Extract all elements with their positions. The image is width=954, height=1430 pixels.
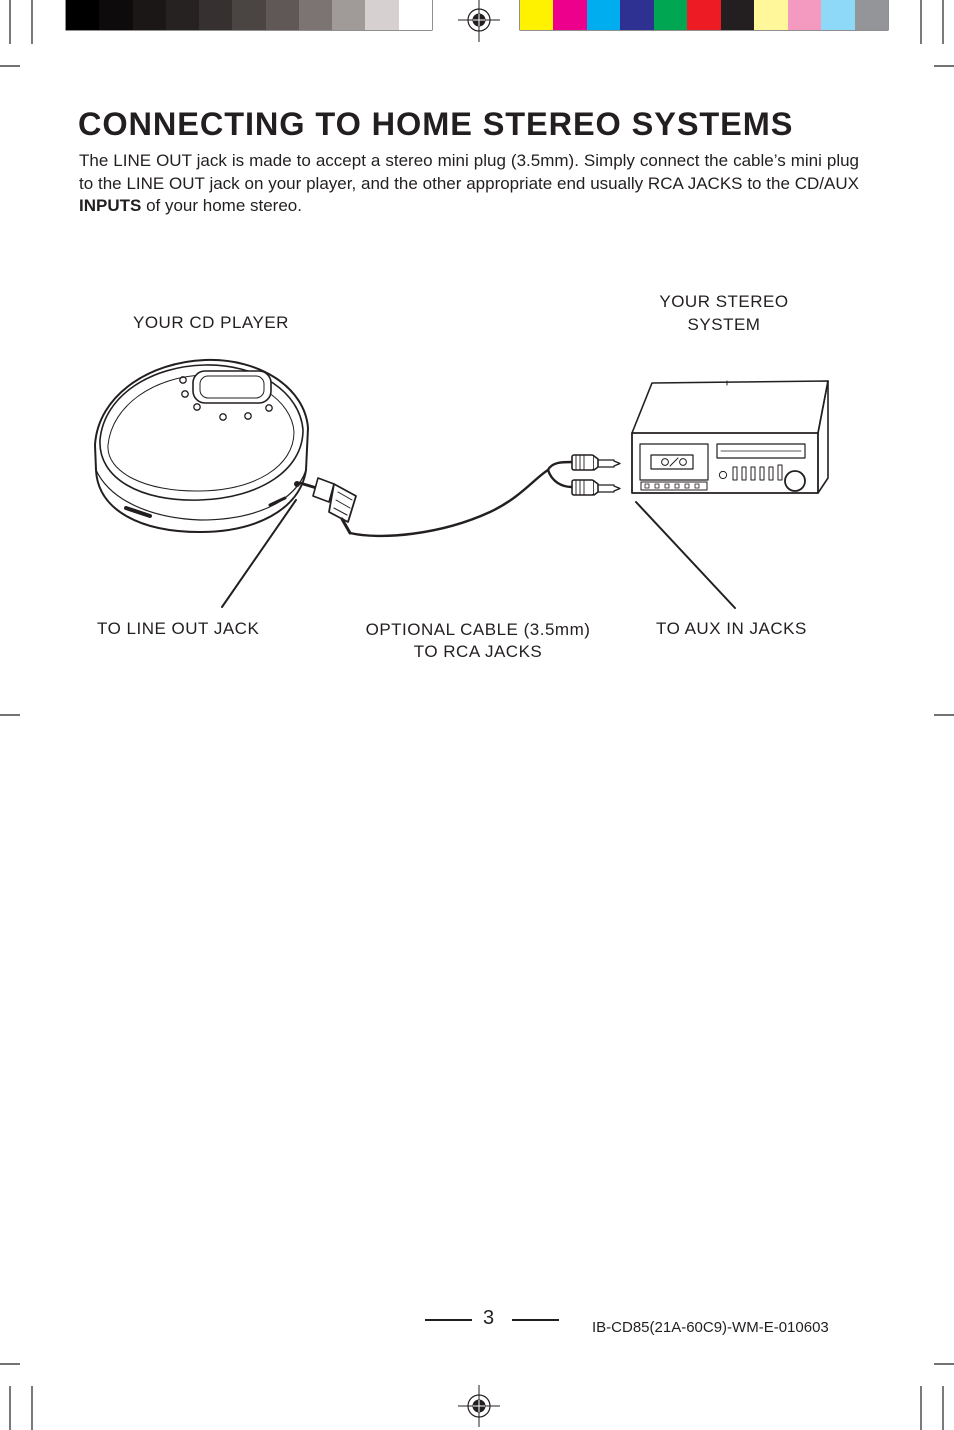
connection-diagram [94, 358, 829, 609]
label-stereo-line2: SYSTEM [687, 315, 761, 334]
page-title: CONNECTING TO HOME STEREO SYSTEMS [78, 106, 794, 142]
color-swatch [687, 0, 722, 30]
color-swatch [332, 0, 366, 30]
intro-paragraph: The LINE OUT jack is made to accept a st… [79, 150, 859, 218]
color-swatch [787, 0, 822, 30]
mini-plug-illustration [298, 477, 357, 535]
label-optional-cable: OPTIONAL CABLE (3.5mm) TO RCA JACKS [338, 619, 618, 663]
color-swatch [620, 0, 655, 30]
color-swatch [653, 0, 688, 30]
color-swatch [398, 0, 433, 30]
label-cable-line2: TO RCA JACKS [413, 642, 543, 661]
intro-text: The LINE OUT jack is made to accept a st… [79, 151, 859, 193]
color-swatch [99, 0, 134, 30]
registration-target-top [458, 0, 500, 42]
rca-plug-top [571, 454, 621, 471]
color-swatch [232, 0, 267, 30]
color-swatch [165, 0, 200, 30]
color-swatch [720, 0, 755, 30]
document-code: IB-CD85(21A-60C9)-WM-E-010603 [592, 1319, 829, 1336]
stereo-system-illustration [631, 380, 829, 494]
color-swatch [66, 0, 100, 30]
audio-cable [348, 468, 550, 538]
color-swatch [553, 0, 588, 30]
label-stereo-line1: YOUR STEREO [659, 292, 789, 311]
page-number: 3 [483, 1307, 495, 1329]
label-line-out-jack: TO LINE OUT JACK [97, 619, 260, 638]
intro-text-end: of your home stereo. [141, 196, 302, 215]
color-swatch [754, 0, 789, 30]
color-swatch [821, 0, 856, 30]
label-stereo-system: YOUR STEREO SYSTEM [624, 290, 824, 336]
color-swatch [199, 0, 233, 30]
color-swatch [265, 0, 300, 30]
footer-rules [425, 1319, 559, 1321]
registration-target-bottom [458, 1385, 500, 1427]
color-swatch [854, 0, 889, 30]
label-aux-in-jacks: TO AUX IN JACKS [656, 619, 807, 638]
color-swatch [365, 0, 400, 30]
leader-line-out [221, 499, 297, 608]
leader-aux-in [635, 501, 736, 609]
color-swatch [586, 0, 621, 30]
rca-plug-bottom [571, 479, 621, 496]
color-swatch [520, 0, 554, 30]
cd-player-illustration [94, 358, 309, 533]
label-cd-player: YOUR CD PLAYER [133, 313, 289, 332]
intro-bold-text: INPUTS [79, 196, 142, 215]
label-cable-line1: OPTIONAL CABLE (3.5mm) [365, 620, 591, 639]
color-swatch [132, 0, 167, 30]
color-swatch [298, 0, 333, 30]
